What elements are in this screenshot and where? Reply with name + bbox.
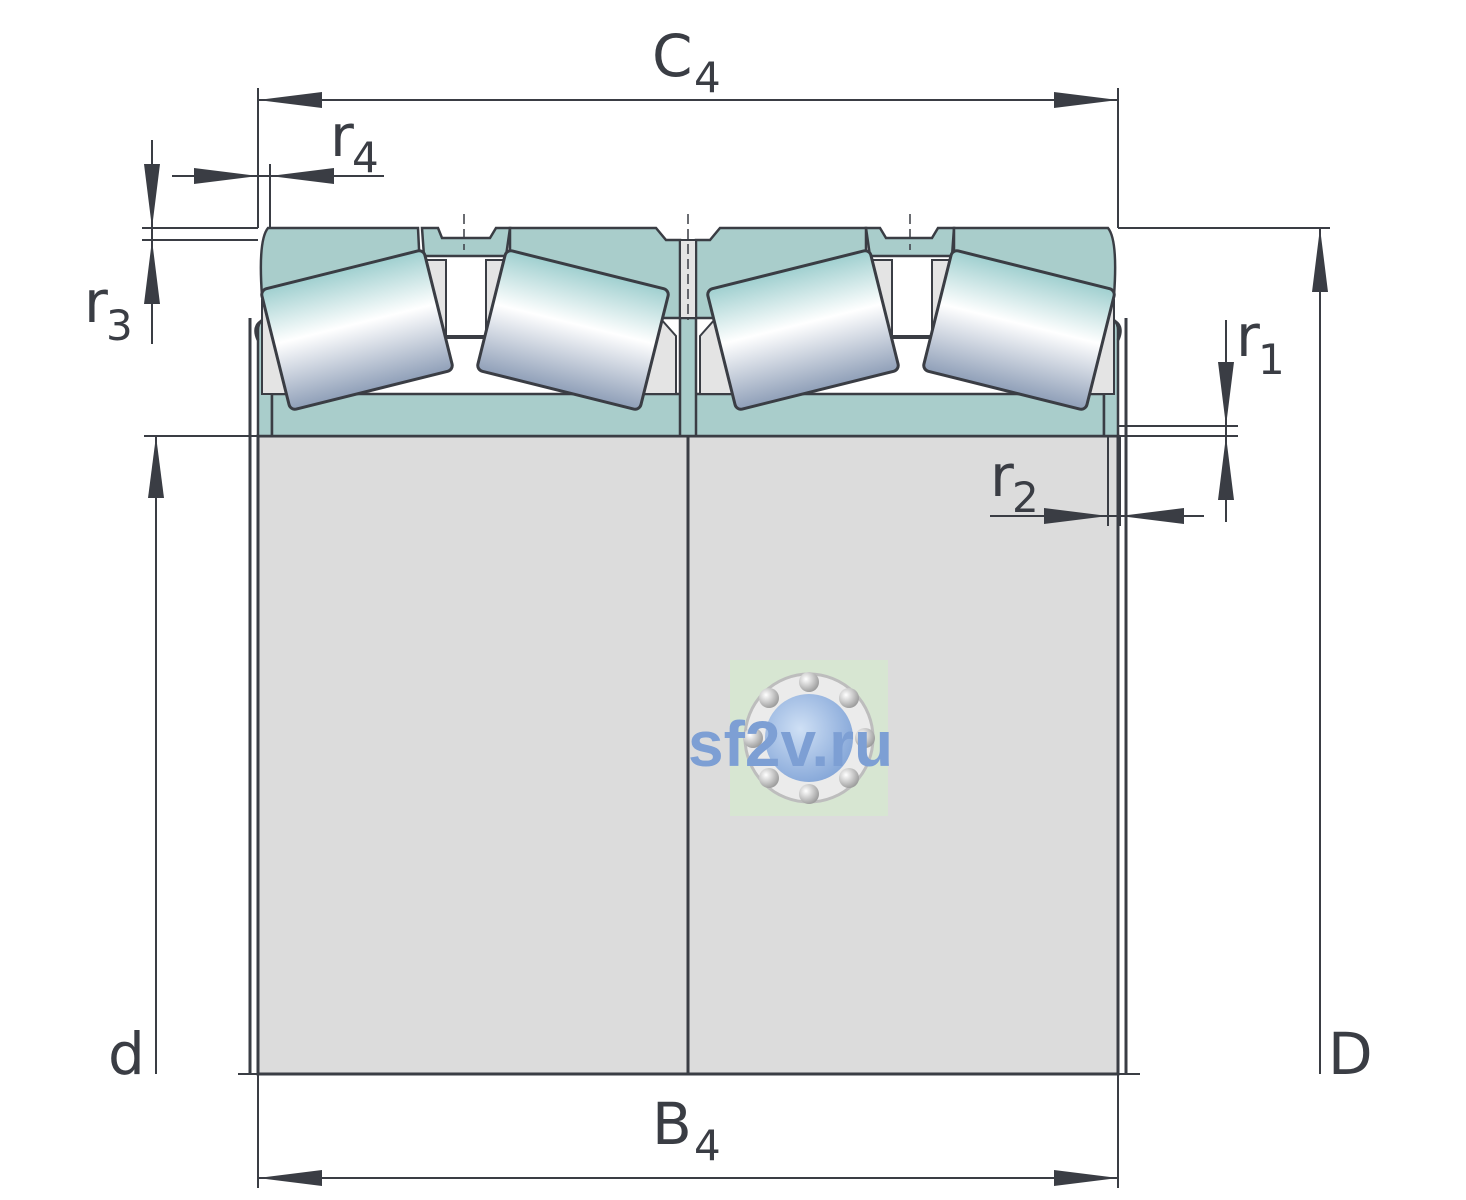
label-r4-main: r <box>330 102 354 170</box>
label-c4-main: C <box>652 22 693 90</box>
dimension-c4: C 4 <box>257 22 1119 228</box>
label-c4-sub: 4 <box>694 53 721 102</box>
label-r1-sub: 1 <box>1258 335 1285 384</box>
dimension-r2: r 2 <box>990 436 1204 526</box>
label-b4-sub: 4 <box>694 1121 721 1170</box>
label-b4-main: B <box>652 1090 692 1158</box>
label-r3-main: r <box>84 268 108 336</box>
dimension-r1: r 1 <box>1118 302 1285 522</box>
label-d: d <box>108 1020 145 1088</box>
label-r1-main: r <box>1236 302 1260 370</box>
outer-spacer-1 <box>420 226 512 258</box>
watermark: sf2v.ru <box>688 660 893 816</box>
label-r2-sub: 2 <box>1012 473 1039 522</box>
watermark-text: sf2v.ru <box>688 708 893 780</box>
roller-3 <box>706 249 900 411</box>
outer-spacer-2 <box>864 226 956 258</box>
label-r4-sub: 4 <box>352 133 379 182</box>
inner-ring-sleeve <box>248 318 1128 1076</box>
roller-1 <box>260 249 454 411</box>
dimension-b4: B 4 <box>257 1074 1119 1188</box>
roller-2 <box>476 249 670 411</box>
dimension-D: D <box>1118 227 1373 1088</box>
dimension-r4: r 4 <box>172 102 384 228</box>
watermark-bearing-icon <box>743 672 875 804</box>
dimension-r3: r 3 <box>84 140 258 350</box>
label-r2-main: r <box>990 442 1014 510</box>
inner-center-spacer <box>678 316 698 438</box>
rollers <box>260 249 1116 411</box>
dimension-d: d <box>108 435 258 1088</box>
label-r3-sub: 3 <box>106 301 133 350</box>
inner-ring-left <box>256 434 690 1076</box>
label-D: D <box>1328 1020 1373 1088</box>
roller-4 <box>922 249 1116 411</box>
